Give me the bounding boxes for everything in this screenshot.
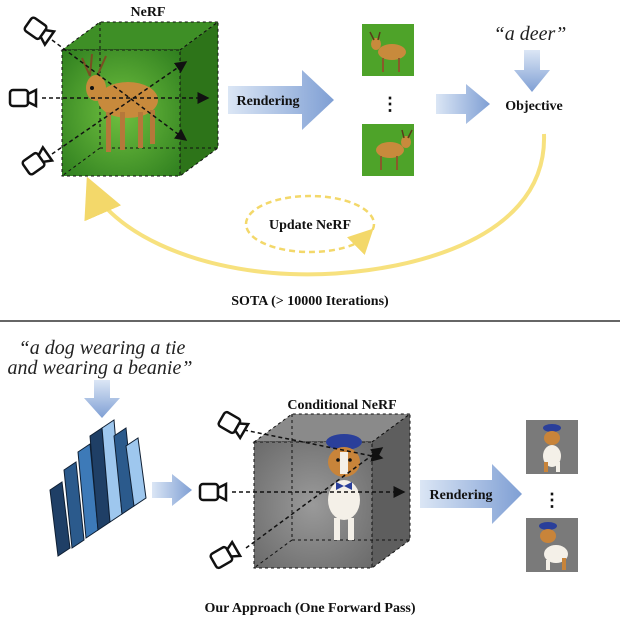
ray-top bbox=[243, 429, 384, 462]
conditional-nerf-label: Conditional NeRF bbox=[287, 398, 396, 413]
network-to-cube-arrow bbox=[152, 474, 192, 506]
rendering-arrow bbox=[228, 70, 334, 130]
rendering-arrow bbox=[420, 464, 522, 524]
rendered-view bbox=[526, 420, 578, 474]
camera-icon bbox=[217, 410, 251, 441]
prompt-down-arrow bbox=[84, 380, 120, 418]
camera-icon bbox=[23, 16, 57, 47]
update-loop-arrow bbox=[347, 228, 374, 255]
sota-caption: SOTA (> 10000 Iterations) bbox=[231, 294, 389, 309]
dog-prompt-line1: “a dog wearing a tie bbox=[19, 337, 186, 359]
rendering-label: Rendering bbox=[430, 488, 493, 503]
ray-bottom bbox=[245, 447, 384, 549]
camera-icon bbox=[198, 481, 228, 503]
nerf-label: NeRF bbox=[131, 5, 166, 20]
ray-bottom bbox=[51, 61, 188, 155]
dog-image bbox=[326, 434, 362, 540]
deer-prompt: “a deer” bbox=[494, 23, 567, 45]
camera-icon bbox=[8, 87, 38, 109]
rendered-view bbox=[526, 518, 578, 572]
thumbnail-ellipsis: ⋮ bbox=[543, 490, 561, 510]
thumbnail-ellipsis: ⋮ bbox=[381, 94, 399, 114]
deer-image bbox=[81, 53, 158, 152]
camera-icon bbox=[21, 145, 55, 176]
our-approach-caption: Our Approach (One Forward Pass) bbox=[204, 601, 415, 616]
rendered-view bbox=[362, 24, 414, 76]
update-bubble bbox=[244, 194, 376, 254]
objective-label: Objective bbox=[505, 99, 563, 114]
update-label: Update NeRF bbox=[269, 218, 351, 233]
prompt-down-arrow bbox=[514, 50, 550, 92]
network-layers bbox=[49, 419, 147, 557]
objective-arrow bbox=[436, 84, 490, 124]
rendering-label: Rendering bbox=[237, 94, 300, 109]
camera-icon bbox=[209, 539, 243, 570]
rendered-view bbox=[362, 124, 414, 176]
feedback-arc bbox=[84, 133, 547, 277]
dog-prompt-line2: and wearing a beanie” bbox=[8, 357, 193, 379]
